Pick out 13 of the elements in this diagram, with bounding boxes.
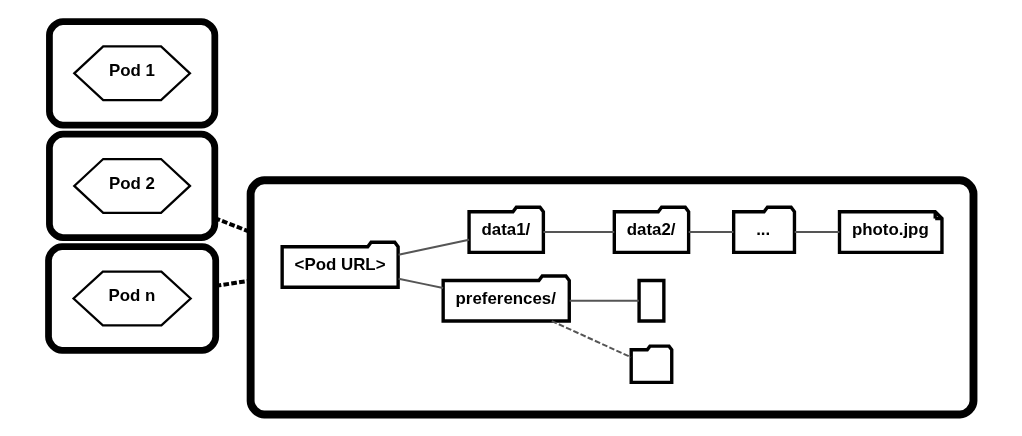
connector — [794, 231, 840, 234]
connector — [551, 320, 632, 359]
node-box — [637, 278, 666, 323]
connector — [398, 277, 444, 289]
cluster — [46, 18, 219, 129]
connector — [543, 231, 615, 234]
connector — [688, 231, 734, 234]
connector — [569, 299, 639, 302]
cluster — [46, 130, 219, 242]
cluster — [45, 243, 220, 354]
node-folder — [629, 344, 674, 385]
connector — [398, 238, 470, 256]
cluster — [246, 176, 978, 419]
